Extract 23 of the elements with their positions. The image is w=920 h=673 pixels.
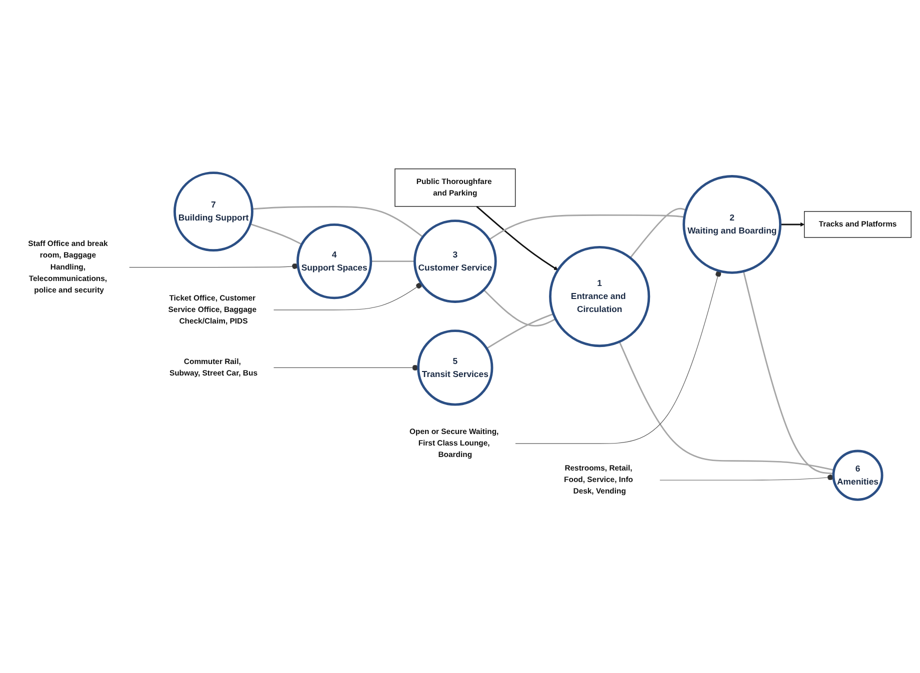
connector [630, 208, 686, 258]
connector [128, 263, 298, 269]
node-circle: 5 Transit Services [417, 329, 494, 406]
node-circle: 7 Building Support [174, 171, 254, 252]
arrow [780, 222, 805, 226]
node-circle: 4 Support Spaces [296, 223, 372, 299]
connector [488, 214, 684, 240]
connector [515, 270, 722, 444]
arrow [476, 206, 558, 270]
connector [252, 206, 424, 238]
connector [742, 270, 834, 474]
connector [250, 223, 302, 245]
connector [483, 289, 556, 326]
node-circle: 3 Customer Service [414, 219, 497, 303]
node-circle: 2 Waiting and Boarding [682, 174, 782, 274]
connector [273, 282, 422, 310]
node-circle: 1 Entrance and Circulation [549, 246, 650, 347]
connector [659, 474, 834, 480]
connector [618, 341, 834, 471]
node-circle: 6 Amenities [832, 450, 884, 501]
connector [273, 364, 419, 370]
connector [486, 312, 554, 349]
connector [370, 260, 415, 262]
